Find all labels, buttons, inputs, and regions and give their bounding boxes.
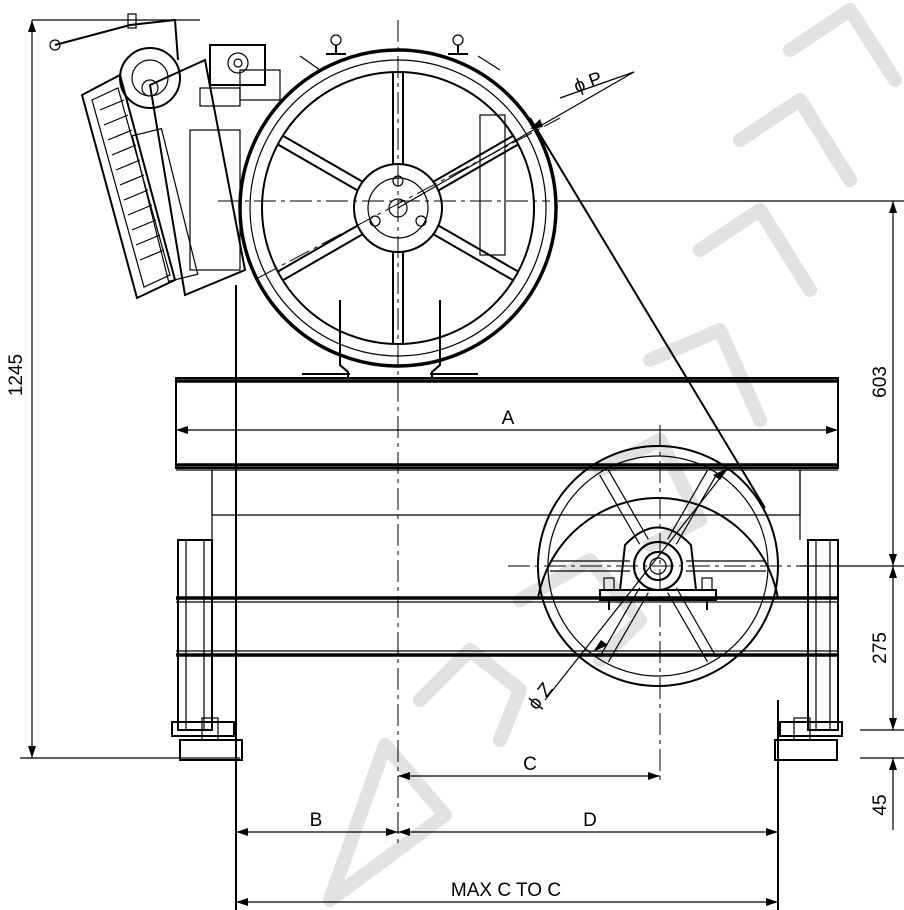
label-phi-z: ϕ Z <box>524 679 558 714</box>
sheave-spokes <box>277 72 519 344</box>
motor-brake-unit <box>49 13 281 300</box>
dimension-lines <box>28 20 897 906</box>
label-a: A <box>502 408 515 429</box>
center-lines <box>218 20 800 845</box>
dim-603: 603 <box>870 366 891 398</box>
watermark <box>323 3 902 907</box>
upper-beam <box>175 377 839 471</box>
rope-line <box>529 117 766 509</box>
left-column <box>171 539 243 761</box>
label-max-c-to-c: MAX C TO C <box>451 880 561 901</box>
right-column <box>774 539 843 761</box>
label-b: B <box>310 810 323 831</box>
lower-beam <box>176 596 838 657</box>
sheave-base <box>302 114 506 378</box>
pillow-block <box>599 526 717 610</box>
label-d: D <box>583 810 597 831</box>
label-c: C <box>523 754 537 775</box>
label-phi-p: ϕ P <box>571 68 605 98</box>
support-frame <box>211 470 801 540</box>
dim-275: 275 <box>870 632 891 664</box>
extension-lines <box>20 19 904 910</box>
dim-45: 45 <box>870 794 891 815</box>
dim-1245: 1245 <box>6 354 27 396</box>
motor-fins <box>99 99 165 261</box>
eye-bolts <box>299 34 501 71</box>
